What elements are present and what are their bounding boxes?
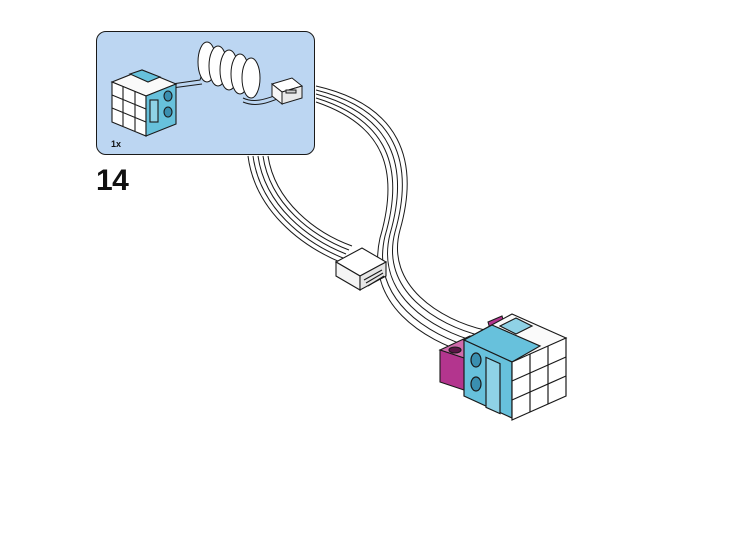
step-number: 14	[96, 164, 129, 197]
part-quantity: 1x	[111, 139, 122, 149]
cable-connector-icon	[334, 247, 388, 291]
sensor-cable	[315, 85, 486, 355]
color-sensor-icon	[462, 313, 568, 421]
hub-cable	[247, 155, 353, 263]
color-sensor-icon	[110, 69, 178, 137]
coiled-cable-icon	[171, 41, 283, 105]
cable-connector-icon	[270, 77, 304, 106]
